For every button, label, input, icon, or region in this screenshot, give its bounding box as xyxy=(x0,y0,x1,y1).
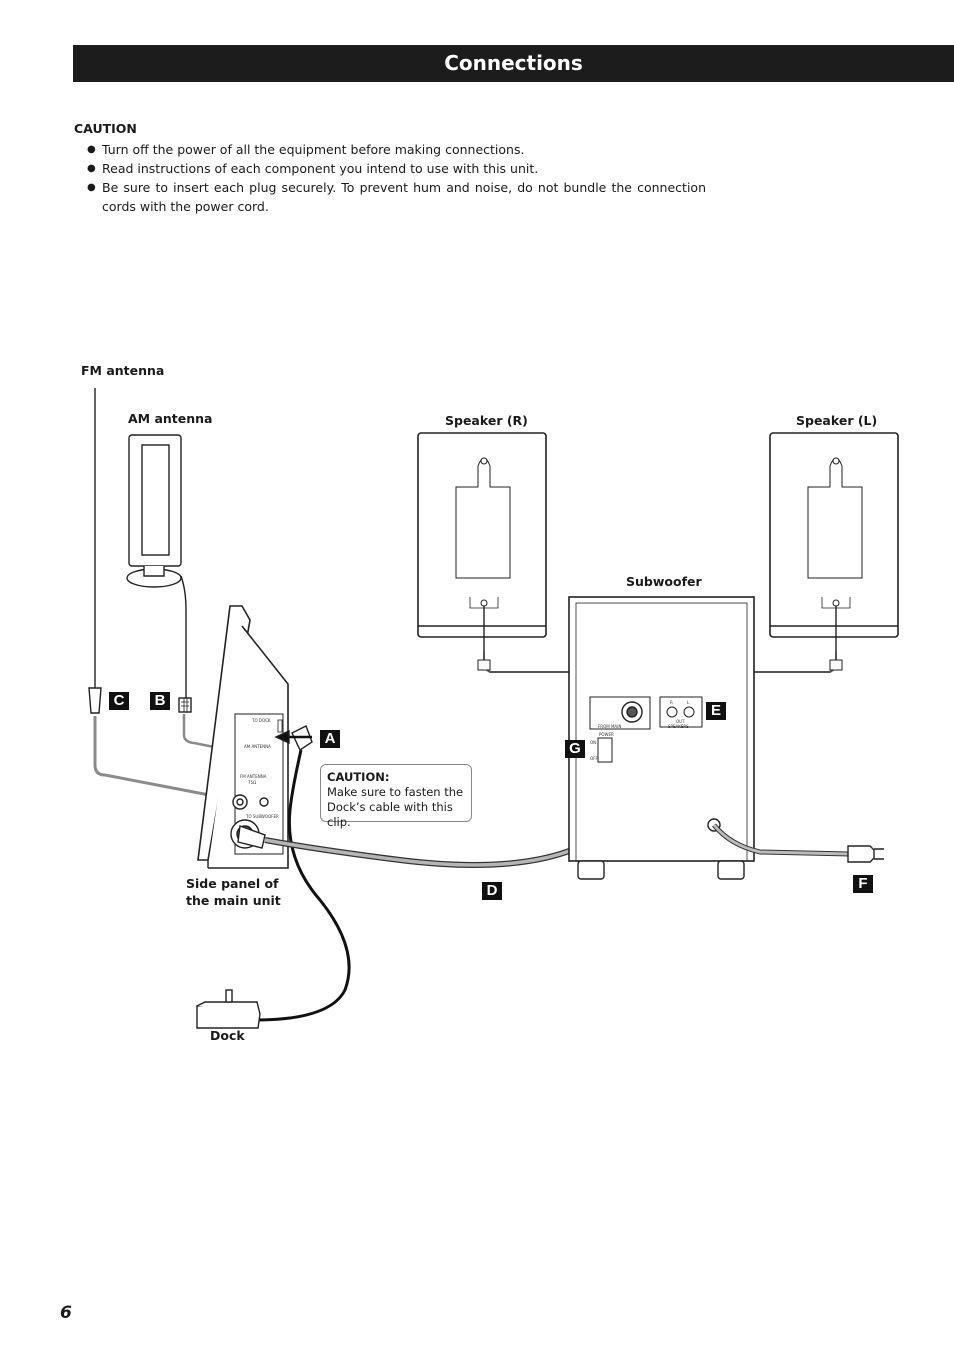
panel-text-speakers: SPEAKERS xyxy=(668,724,689,729)
header-bar: Connections xyxy=(73,45,954,82)
panel-text-r: R xyxy=(670,700,673,705)
badge-a: A xyxy=(320,730,340,748)
callout-title: CAUTION: xyxy=(327,770,390,784)
am-antenna-plug xyxy=(178,697,192,713)
badge-c: C xyxy=(109,692,129,710)
fm-antenna-cable xyxy=(93,716,226,800)
badge-e: E xyxy=(706,702,726,720)
badge-d: D xyxy=(482,882,502,900)
badge-g: G xyxy=(565,740,585,758)
caution-heading: CAUTION xyxy=(74,121,137,136)
clip-caution-callout: CAUTION: Make sure to fasten the Dock’s … xyxy=(320,764,472,829)
fm-antenna-plug xyxy=(88,687,102,714)
label-speaker-l: Speaker (L) xyxy=(796,413,878,428)
callout-line1: Make sure to fasten the xyxy=(327,785,464,799)
panel-text-on: ON xyxy=(590,740,596,745)
caution-item: Turn off the power of all the equipment … xyxy=(87,140,706,159)
label-speaker-r: Speaker (R) xyxy=(445,413,528,428)
badge-f: F xyxy=(853,875,873,893)
sub-jack xyxy=(259,797,269,807)
d-plug-main xyxy=(237,825,266,849)
label-dock: Dock xyxy=(210,1028,245,1043)
panel-text-to-dock: TO DOCK xyxy=(251,718,271,723)
label-side-panel-line1: Side panel of xyxy=(186,876,279,891)
panel-text-power: POWER xyxy=(599,732,614,737)
panel-text-fm: FM ANTENNA xyxy=(240,774,267,779)
caution-item: Be sure to insert each plug securely. To… xyxy=(87,178,706,216)
dock-cable xyxy=(254,749,351,1022)
panel-text-am: AM ANTENNA xyxy=(244,744,271,749)
caution-list: Turn off the power of all the equipment … xyxy=(74,140,706,216)
page-number: 6 xyxy=(60,1303,72,1323)
panel-text-from-main: FROM MAIN xyxy=(598,724,621,729)
panel-text-l: L xyxy=(687,700,690,705)
sub-power-switch xyxy=(597,737,613,763)
callout-line2: Dock’s cable with this clip. xyxy=(327,800,453,829)
label-am-antenna: AM antenna xyxy=(128,411,213,426)
panel-text-off: OFF xyxy=(590,756,598,761)
panel-text-to-sub: TO SUBWOOFER xyxy=(245,814,279,819)
label-fm-antenna: FM antenna xyxy=(81,363,165,378)
caution-section: CAUTION Turn off the power of all the eq… xyxy=(74,121,706,216)
power-plug xyxy=(847,845,875,863)
am-antenna-cable xyxy=(182,714,266,759)
page-title: Connections xyxy=(444,51,583,75)
panel-text-out: OUT xyxy=(676,719,685,724)
badge-b: B xyxy=(150,692,170,710)
panel-text-fm-ohm: 75Ω xyxy=(248,780,256,785)
caution-item: Read instructions of each component you … xyxy=(87,159,706,178)
am-antenna-wire xyxy=(180,575,187,690)
label-side-panel: Side panel of the main unit xyxy=(186,876,281,908)
label-subwoofer: Subwoofer xyxy=(626,574,702,589)
label-side-panel-line2: the main unit xyxy=(186,893,281,908)
